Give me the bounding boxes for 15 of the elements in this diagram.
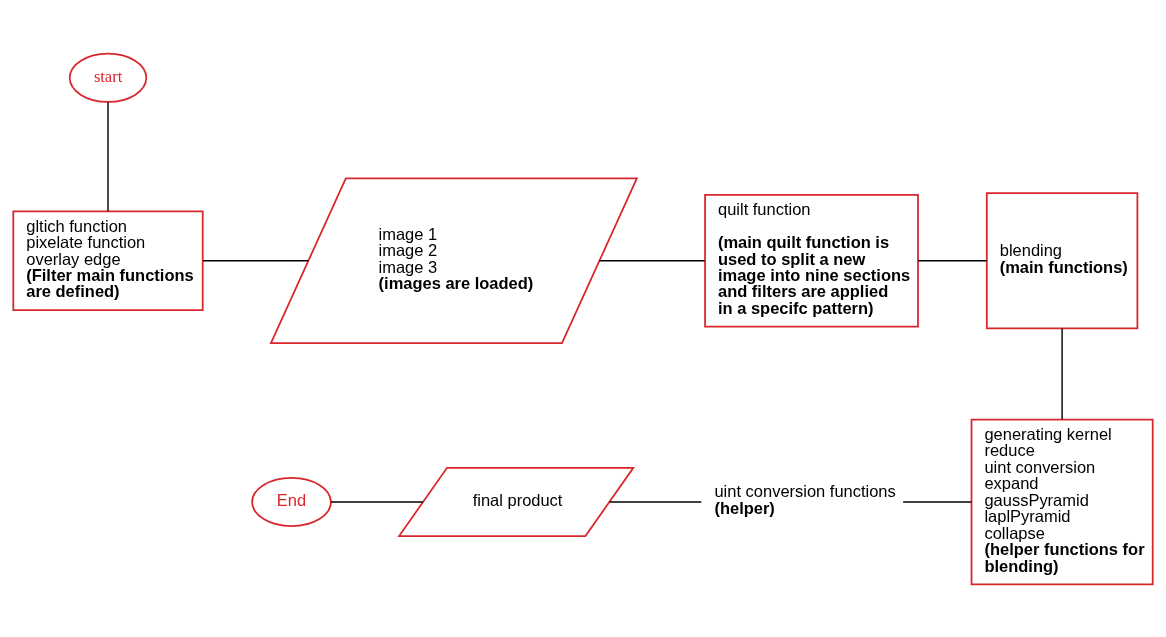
connector — [107, 101, 109, 212]
node-box: generating kernel reduce uint conversion expand gaussPyramid laplPyramid collapse (helper functions for blending) — [970, 418, 1154, 585]
connector — [917, 259, 988, 261]
connector — [202, 259, 309, 261]
node-box: quilt function (main quilt function is used to split a new image into nine sections and filters are applied in a specifc pattern) — [704, 193, 919, 328]
connector — [330, 500, 424, 503]
connector — [1061, 327, 1063, 420]
node-ellipse: End — [251, 476, 332, 527]
connector — [598, 259, 706, 261]
connector — [608, 500, 702, 503]
node-ellipse: start — [68, 52, 148, 103]
node-text: uint conversion functions (helper) — [714, 481, 896, 517]
node-box: blending (main functions) — [985, 191, 1139, 329]
node-box: gltich function pixelate function overlay edge (Filter main functions are defined) — [12, 210, 204, 311]
connector — [902, 500, 973, 503]
